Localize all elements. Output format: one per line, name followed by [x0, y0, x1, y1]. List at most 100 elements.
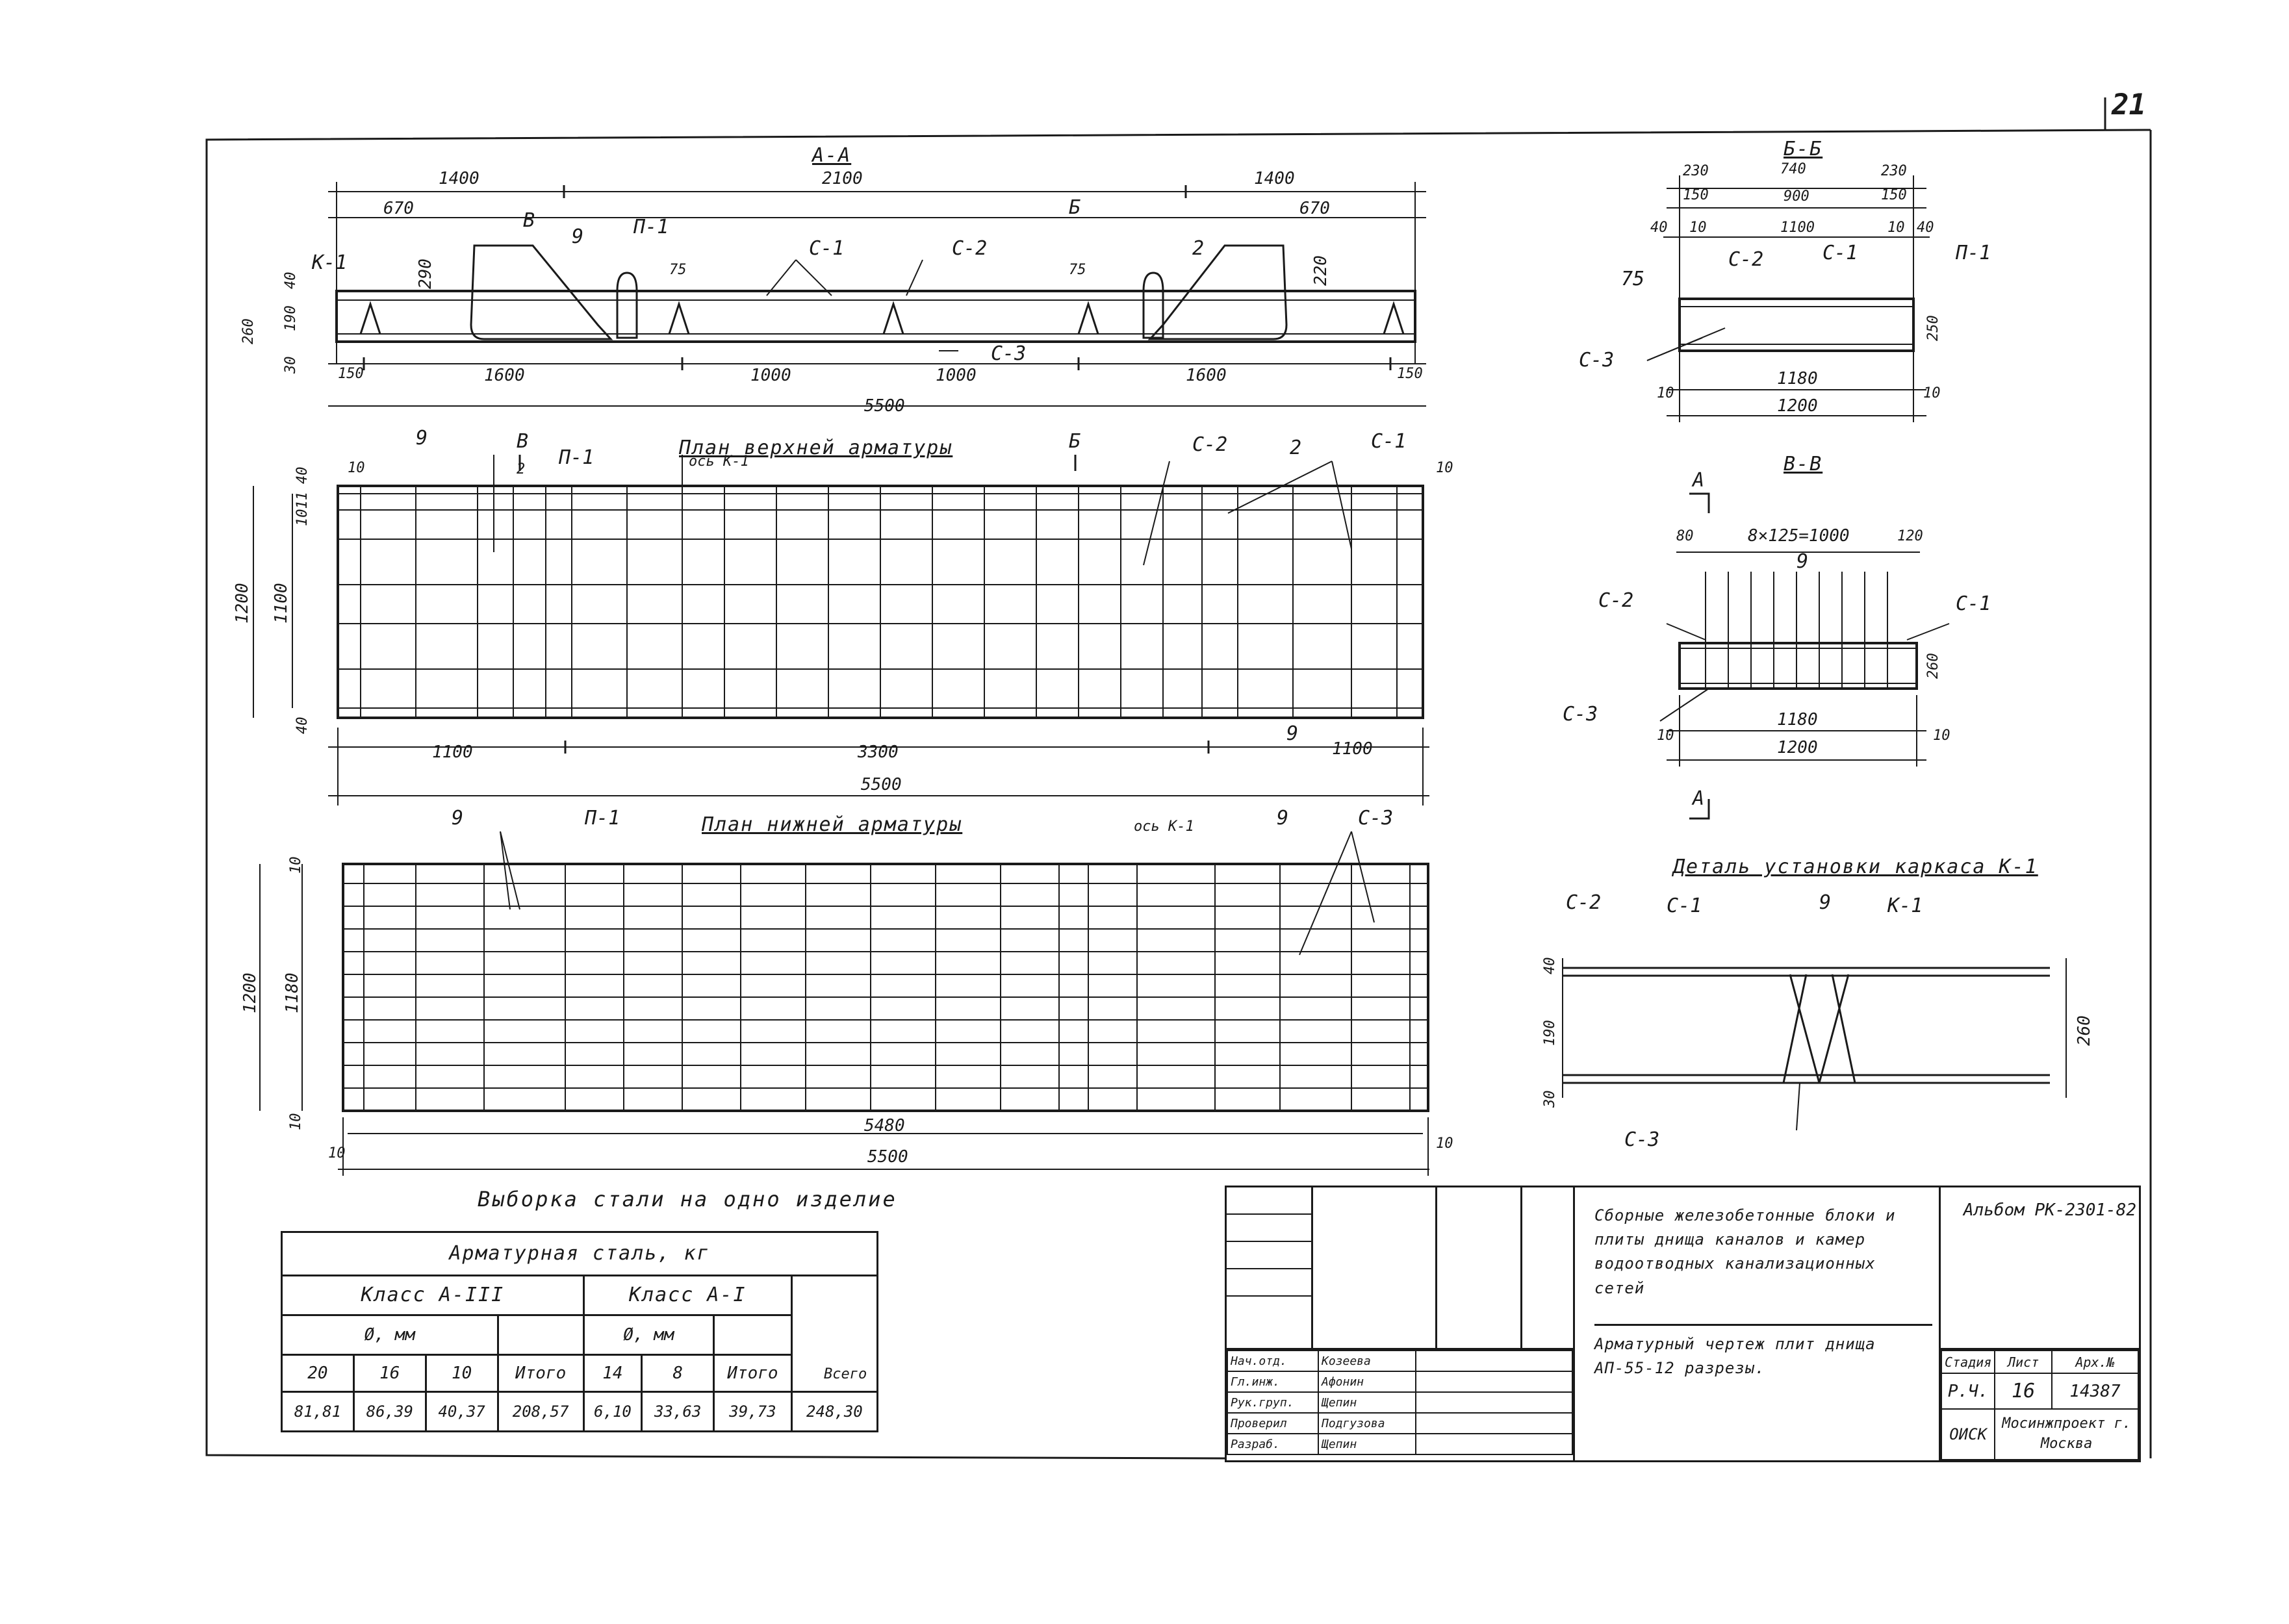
- pt-side-1200: 1200: [233, 583, 252, 624]
- steel-empty-a1: [713, 1313, 793, 1356]
- detail-k1-drawing: [1562, 958, 2067, 1098]
- stamp-stage: Р.Ч.: [1940, 1373, 1996, 1410]
- steel-val-grand-total: 248,30: [790, 1390, 879, 1433]
- steel-col-total-a3: Итого: [496, 1354, 585, 1393]
- pb-label-p1: П-1: [585, 807, 620, 830]
- steel-val-total-a1: 39,73: [713, 1390, 793, 1433]
- bb-r3-a: 40: [1650, 220, 1668, 236]
- k1-label-c3: С-3: [1624, 1128, 1660, 1151]
- stamp-roles-cell: Нач.отд.Козеева Гл.инж.Афонин Рук.груп.Щ…: [1225, 1348, 1575, 1462]
- aa-label-9: 9: [572, 225, 584, 248]
- pt-dim-1100: 1100: [432, 742, 473, 762]
- plan-top-drawing: [253, 455, 1429, 806]
- aa-dim-b1: 150: [338, 366, 364, 382]
- k1-dim-30: 30: [1542, 1090, 1558, 1108]
- steel-diam-a1: Ø, мм: [582, 1313, 715, 1356]
- vv-edge-80: 80: [1676, 528, 1694, 544]
- bb-side-75: 75: [1621, 268, 1645, 290]
- steel-header: Арматурная сталь, кг: [281, 1231, 878, 1276]
- vv-label-c2: С-2: [1598, 589, 1634, 612]
- bb-r3-c: 1100: [1780, 220, 1815, 236]
- role-sign-4: [1415, 1412, 1573, 1434]
- bb-r1-b: 740: [1780, 161, 1806, 177]
- pb-side-1200: 1200: [240, 972, 260, 1013]
- aa-dim-top-3: 1400: [1254, 169, 1295, 188]
- steel-diam-a3: Ø, мм: [281, 1313, 499, 1356]
- section-bb-drawing: [1663, 175, 1930, 422]
- pt-label-9a: 9: [416, 427, 428, 450]
- k1-dim-190: 190: [1542, 1020, 1558, 1046]
- detail-k1-title: Деталь установки каркаса К-1: [1673, 856, 2038, 878]
- bb-bottom-inner: 1180: [1777, 369, 1818, 388]
- steel-table-caption: Выборка стали на одно изделие: [478, 1187, 897, 1212]
- pb-edge-10a: 10: [328, 1145, 346, 1161]
- bb-r3-d: 10: [1887, 220, 1905, 236]
- aa-dim-top-2: 2100: [822, 169, 863, 188]
- steel-val-14: 6,10: [582, 1390, 643, 1433]
- bb-r1-a: 230: [1683, 163, 1709, 179]
- vv-label-9: 9: [1797, 550, 1809, 573]
- steel-val-10: 40,37: [424, 1390, 499, 1433]
- vv-label-c1: С-1: [1956, 592, 1991, 615]
- vv-label-c3: С-3: [1563, 703, 1598, 726]
- aa-label-c1: С-1: [809, 237, 845, 260]
- aa-h-40: 40: [283, 272, 299, 290]
- section-aa-title: А-А: [812, 144, 852, 167]
- plan-top-title: План верхней арматуры: [679, 437, 953, 459]
- pt-total: 5500: [861, 775, 902, 794]
- bb-r3-e: 40: [1917, 220, 1934, 236]
- pt-label-c1: С-1: [1371, 430, 1407, 453]
- role-name-5: Щепин: [1318, 1433, 1416, 1455]
- vv-edge-120: 120: [1897, 528, 1923, 544]
- aa-cut-b: Б: [1069, 196, 1081, 219]
- stamp-department: ОИСК: [1940, 1408, 1996, 1460]
- section-vv-drawing: [1667, 492, 1926, 820]
- pt-label-v: В: [517, 430, 529, 453]
- vv-bottom-inner: 1180: [1777, 710, 1818, 730]
- vv-spacing: 8×125=1000: [1748, 526, 1850, 546]
- steel-val-total-a3: 208,57: [496, 1390, 585, 1433]
- leader-lines: [493, 259, 1950, 1131]
- steel-total-empty: [790, 1274, 879, 1392]
- role-name-1: Козеева: [1318, 1350, 1416, 1372]
- pb-label-c3: С-3: [1358, 807, 1394, 830]
- stamp-meta: Стадия Лист Арх.№ Р.Ч. 16 14387 ОИСК Мос…: [1940, 1350, 2140, 1460]
- bb-r2-b: 900: [1784, 188, 1809, 205]
- steel-col-16: 16: [352, 1354, 427, 1393]
- steel-col-14: 14: [582, 1354, 643, 1393]
- bb-r2-c: 150: [1881, 187, 1907, 203]
- stamp-sheet-label: Лист: [1994, 1350, 2052, 1374]
- plan-bottom-axis: ось К-1: [1134, 818, 1194, 835]
- bb-edge-10b: 10: [1923, 385, 1941, 401]
- pb-label-9b: 9: [1277, 807, 1289, 830]
- vv-edge-10a: 10: [1657, 728, 1674, 744]
- aa-h-190: 190: [283, 305, 299, 331]
- k1-dim-260: 260: [2075, 1015, 2094, 1046]
- steel-class-a3: Класс А-III: [281, 1274, 585, 1316]
- aa-inner-75b: 75: [1069, 262, 1086, 278]
- role-sign-1: [1415, 1350, 1573, 1372]
- stamp-org: Мосинжпроект г. Москва: [1994, 1408, 2139, 1460]
- aa-h-260: 260: [240, 318, 257, 344]
- stamp-album: Альбом РК-2301-82: [1939, 1186, 2141, 1350]
- vv-height: 260: [1925, 653, 1941, 679]
- stamp-sheet: 16: [1994, 1373, 2052, 1410]
- plan-bottom-title: План нижней арматуры: [702, 813, 963, 836]
- pb-side-10b: 10: [288, 1113, 304, 1131]
- section-vv-title: В-В: [1784, 453, 1823, 476]
- role-sign-3: [1415, 1391, 1573, 1414]
- stamp-roles: Нач.отд.Козеева Гл.инж.Афонин Рук.груп.Щ…: [1227, 1350, 1573, 1455]
- stamp-revision-col4: [1520, 1186, 1575, 1350]
- vv-bottom-total: 1200: [1777, 738, 1818, 757]
- stamp-archive: 14387: [2051, 1373, 2140, 1410]
- aa-dim-second-2: 670: [1299, 199, 1330, 218]
- stamp-project-title: Сборные железобетонные блоки и плиты дни…: [1594, 1206, 1896, 1297]
- steel-val-20: 81,81: [281, 1390, 355, 1433]
- role-label-1: Нач.отд.: [1227, 1350, 1319, 1372]
- bb-bottom-total: 1200: [1777, 396, 1818, 416]
- aa-dim-b2: 1600: [484, 366, 525, 385]
- steel-col-20: 20: [281, 1354, 355, 1393]
- stamp-revision-grid: [1225, 1186, 1313, 1350]
- pt-label-c2: С-2: [1192, 433, 1228, 456]
